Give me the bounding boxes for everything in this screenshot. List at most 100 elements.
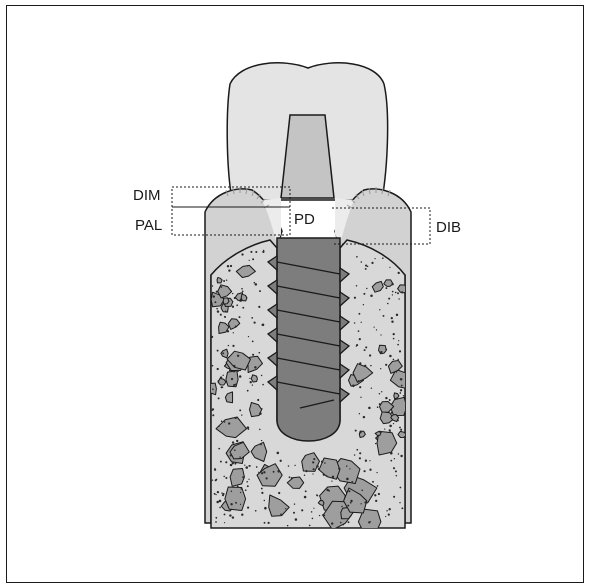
bone-stipple bbox=[242, 290, 244, 292]
bone-stipple bbox=[245, 489, 247, 491]
bone-stipple bbox=[255, 510, 257, 512]
bone-stipple bbox=[318, 468, 320, 470]
bone-stipple bbox=[212, 414, 214, 416]
bone-stipple bbox=[363, 293, 365, 295]
bone-stipple bbox=[264, 500, 265, 501]
bone-stipple bbox=[359, 457, 361, 459]
bone-stipple bbox=[386, 510, 388, 512]
bone-stipple bbox=[232, 293, 233, 294]
bone-stipple bbox=[301, 509, 303, 511]
bone-stipple bbox=[262, 324, 265, 327]
bone-stipple bbox=[239, 300, 241, 302]
bone-stipple bbox=[309, 525, 311, 527]
bone-stipple bbox=[340, 522, 342, 524]
bone-stipple bbox=[246, 467, 248, 469]
label-dim: DIM bbox=[133, 187, 161, 204]
bone-stipple bbox=[399, 350, 401, 352]
bone-stipple bbox=[232, 462, 234, 464]
bone-stipple bbox=[380, 351, 382, 353]
bone-stipple bbox=[399, 502, 400, 503]
bone-stipple bbox=[260, 444, 262, 446]
bone-stipple bbox=[360, 397, 361, 398]
bone-stipple bbox=[351, 481, 353, 483]
bone-stipple bbox=[222, 352, 224, 354]
bone-stipple bbox=[214, 301, 216, 303]
bone-stipple bbox=[323, 473, 325, 475]
bone-stipple bbox=[387, 303, 389, 305]
bone-stipple bbox=[396, 371, 397, 372]
bone-stipple bbox=[326, 489, 328, 491]
bone-stipple bbox=[212, 479, 213, 480]
bone-stipple bbox=[280, 513, 282, 515]
bone-stipple bbox=[235, 502, 237, 504]
bone-stipple bbox=[393, 467, 395, 469]
bone-stipple bbox=[229, 369, 231, 371]
bone-stipple bbox=[349, 468, 350, 469]
bone-stipple bbox=[212, 388, 214, 390]
bone-stipple bbox=[233, 384, 235, 386]
bone-stipple bbox=[347, 505, 349, 507]
bone-stipple bbox=[385, 364, 387, 366]
bone-stipple bbox=[397, 359, 398, 360]
bone-stipple bbox=[230, 454, 232, 456]
bone-stipple bbox=[224, 316, 226, 318]
bone-stipple bbox=[229, 514, 231, 516]
bone-stipple bbox=[364, 365, 366, 367]
bone-stipple bbox=[222, 494, 224, 496]
bone-stipple bbox=[393, 423, 394, 424]
bone-stipple bbox=[291, 477, 293, 479]
bone-stipple bbox=[331, 480, 332, 481]
bone-stipple bbox=[393, 333, 395, 335]
bone-stipple bbox=[236, 440, 238, 442]
bone-stipple bbox=[390, 452, 393, 455]
bone-stipple bbox=[261, 440, 262, 441]
bone-stipple bbox=[369, 460, 370, 461]
bone-stipple bbox=[216, 501, 219, 504]
bone-stipple bbox=[215, 521, 217, 523]
bone-stipple bbox=[363, 304, 364, 305]
bone-stipple bbox=[250, 251, 252, 253]
bone-stipple bbox=[379, 393, 380, 394]
bone-stipple bbox=[360, 503, 361, 504]
bone-stipple bbox=[398, 453, 399, 454]
bone-stipple bbox=[370, 294, 373, 297]
bone-stipple bbox=[400, 487, 402, 489]
bone-stipple bbox=[261, 408, 263, 410]
bone-stipple bbox=[220, 314, 222, 316]
bone-stipple bbox=[235, 383, 237, 385]
label-dib: DIB bbox=[436, 219, 461, 236]
bone-stipple bbox=[304, 496, 307, 499]
bone-stipple bbox=[218, 448, 220, 450]
bone-stipple bbox=[379, 309, 380, 310]
bone-stipple bbox=[385, 516, 386, 517]
bone-particle bbox=[384, 280, 393, 287]
bone-stipple bbox=[401, 291, 403, 293]
bone-stipple bbox=[255, 251, 257, 253]
bone-stipple bbox=[391, 320, 393, 322]
bone-stipple bbox=[396, 475, 398, 477]
bone-stipple bbox=[228, 345, 229, 346]
bone-stipple bbox=[359, 413, 360, 414]
bone-stipple bbox=[395, 470, 397, 472]
bone-stipple bbox=[247, 265, 248, 266]
bone-stipple bbox=[370, 521, 371, 522]
bone-stipple bbox=[392, 291, 394, 293]
bone-stipple bbox=[293, 512, 295, 514]
bone-stipple bbox=[354, 322, 355, 323]
bone-stipple bbox=[242, 307, 244, 309]
bone-stipple bbox=[232, 516, 234, 518]
bone-stipple bbox=[358, 380, 360, 382]
bone-stipple bbox=[240, 504, 241, 505]
bone-stipple bbox=[247, 485, 249, 487]
bone-stipple bbox=[331, 522, 333, 524]
bone-stipple bbox=[388, 298, 390, 300]
bone-stipple bbox=[364, 470, 366, 472]
bone-stipple bbox=[364, 349, 366, 351]
bone-stipple bbox=[228, 269, 230, 271]
bone-stipple bbox=[389, 508, 391, 510]
bone-stipple bbox=[346, 465, 347, 466]
bone-stipple bbox=[241, 414, 242, 415]
bone-stipple bbox=[247, 390, 249, 392]
bone-stipple bbox=[219, 500, 222, 503]
bone-stipple bbox=[288, 465, 290, 467]
